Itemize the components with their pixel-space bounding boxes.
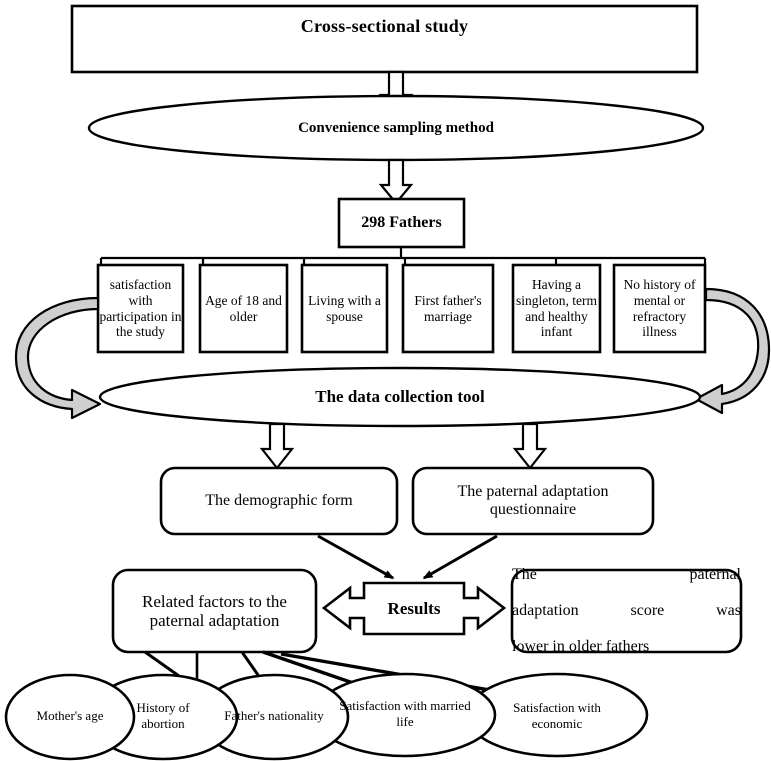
- criteria-box-4: [401, 263, 495, 354]
- block-arrow-tool-to-questionnaire: [512, 422, 548, 470]
- demographic-form-box: [159, 466, 399, 536]
- criteria-box-1: [96, 263, 185, 354]
- criteria-box-3: [300, 263, 389, 354]
- block-arrow-sampling-to-fathers: [378, 158, 414, 205]
- arrow-questionnaire-to-results: [422, 534, 498, 580]
- curved-arrow-left: [14, 296, 102, 420]
- criteria-box-6: [612, 263, 707, 354]
- criteria-box-5: [511, 263, 602, 354]
- cross-sectional-study-box: [70, 4, 699, 74]
- criteria-connector-tree: [99, 247, 707, 266]
- data-collection-tool-ellipse: [98, 366, 702, 428]
- criteria-box-2: [198, 263, 289, 354]
- related-factors-box: [111, 568, 318, 654]
- curved-arrow-right: [694, 287, 771, 415]
- arrow-demographic-to-results: [317, 534, 395, 580]
- convenience-sampling-ellipse: [87, 94, 705, 162]
- block-arrow-tool-to-demographic: [259, 422, 295, 470]
- results-double-arrow-shape: [321, 581, 507, 636]
- fathers-count-box: [337, 197, 466, 249]
- paternal-questionnaire-box: [411, 466, 655, 536]
- factor-ellipse-1: [4, 673, 136, 761]
- paternal-score-box: [510, 568, 743, 654]
